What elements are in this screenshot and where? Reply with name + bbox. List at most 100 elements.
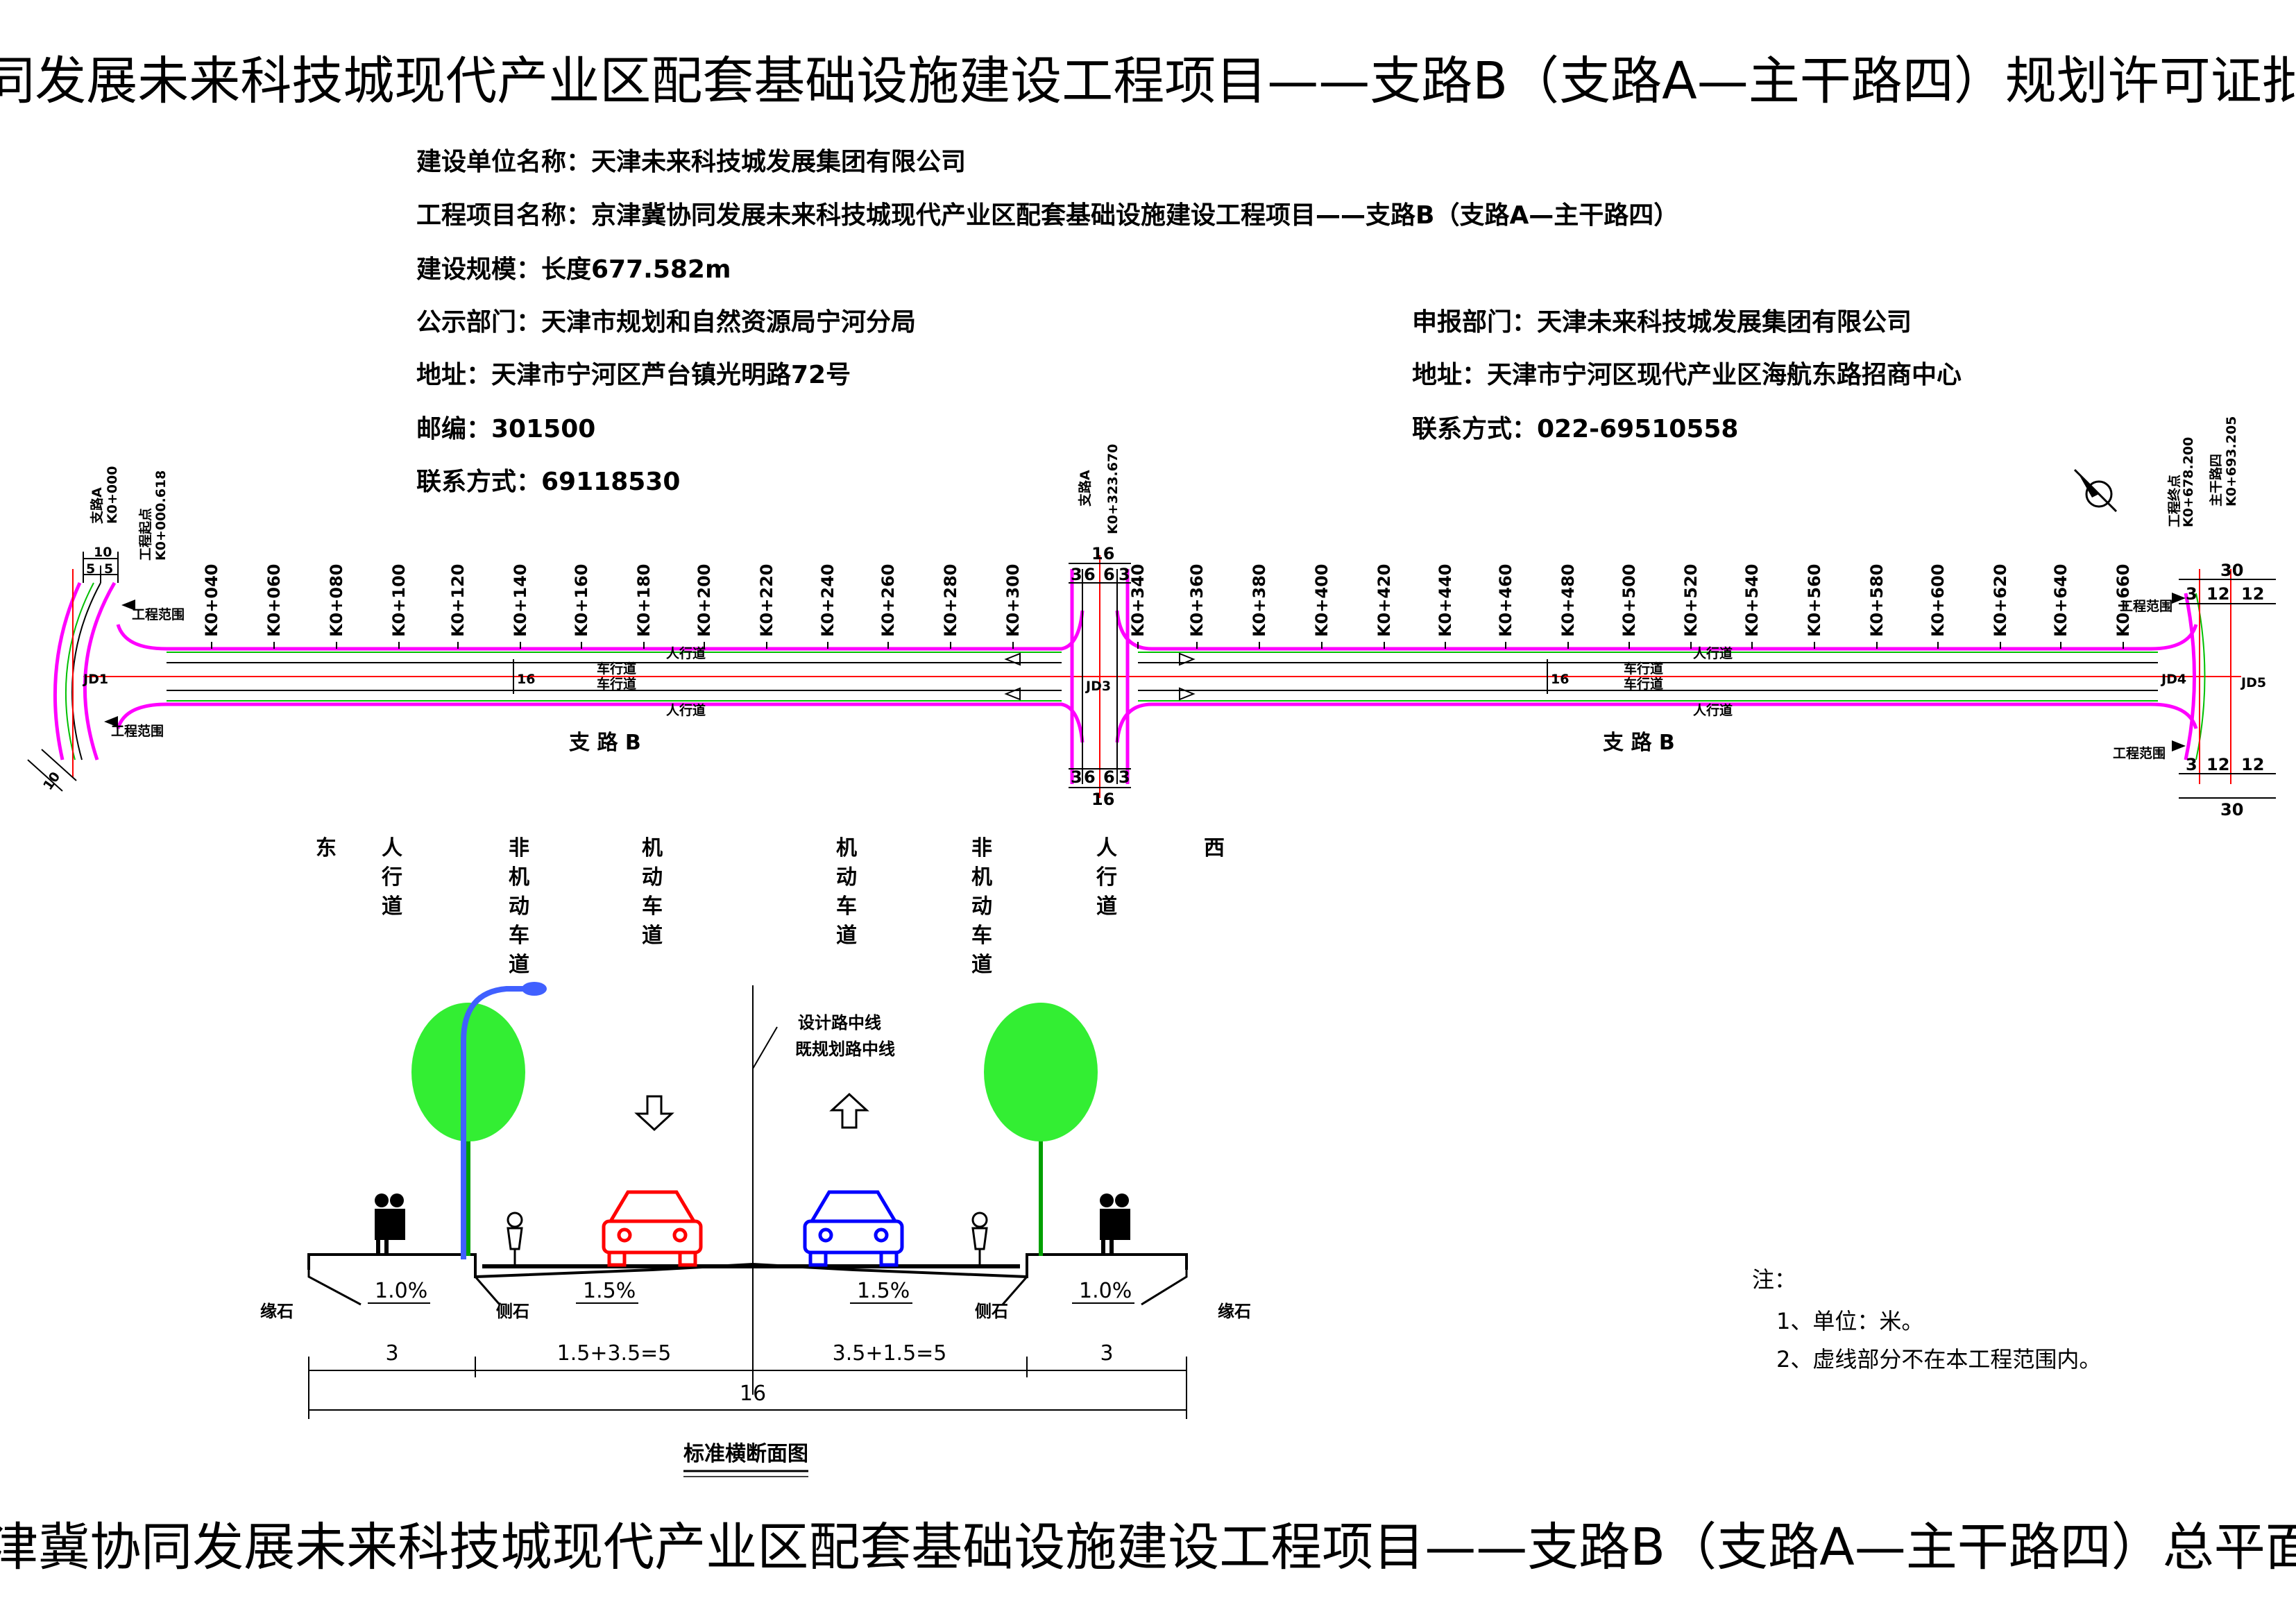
station-label: K0+220 [757,563,776,637]
cyclist-icon [971,1212,988,1264]
notes-heading: 注： [1752,1266,1796,1293]
section-dim-3: 3.5+1.5=5 [833,1341,947,1366]
section-dim-2: 1.5+3.5=5 [557,1341,672,1366]
station-label: K0+400 [1312,563,1332,637]
road-edge-bottom [116,702,1085,743]
column-label: 非机动车道 [509,836,529,977]
info-applicant: 申报部门：天津未来科技城发展集团有限公司 [1412,308,1912,337]
slope-left-side: 1.0% [375,1279,427,1303]
bottom-title: 京津冀协同发展未来科技城现代产业区配套基础设施建设工程项目——支路B（支路A—主… [0,1518,2296,1577]
mid-labels: 支路A K0+323.670 [1077,444,1121,534]
car-icon-red [602,1190,703,1267]
jd-label-5: JD5 [2240,675,2266,690]
station-label: K0+140 [511,563,530,637]
end-station: K0+693.205 [2224,416,2239,507]
sidewalk-label-bottom-right: 人行道 [1693,702,1733,718]
sidewalk-label-top-right: 人行道 [1693,645,1733,661]
curb-outer-right: 缘石 [1218,1302,1251,1321]
station-label: K0+640 [2051,563,2070,637]
station-label: K0+380 [1250,563,1269,637]
info-scale: 建设规模：长度677.582m [416,255,731,284]
end-label: 工程终点 [2166,475,2182,527]
dims-mid [1069,563,1131,788]
car-icon-blue [803,1190,904,1267]
scope-label-3: 工程范围 [2120,598,2172,614]
scope-label-1: 工程范围 [132,606,185,622]
cs-mark-left: 16 [517,672,535,687]
station-label: K0+360 [1187,563,1207,637]
centerline-label-2: 既规划路中线 [795,1039,895,1059]
station-label: K0+260 [878,563,898,637]
dim-right-30-top: 30 [2220,561,2243,580]
dim-left-5b: 5 [104,561,113,577]
station-label: K0+460 [1496,563,1515,637]
station-label: K0+540 [1742,563,1762,637]
north-arrow-icon [2073,468,2118,513]
column-label: 人行道 [381,836,402,919]
station-label: K0+100 [389,563,409,637]
lane-label-right-2: 车行道 [1624,676,1663,692]
info-project: 工程项目名称：京津冀协同发展未来科技城现代产业区配套基础设施建设工程项目——支路… [416,201,1678,230]
column-label: 机动车道 [642,836,663,948]
pedestrian-icon [375,1193,405,1255]
slope-right-road: 1.5% [857,1279,910,1303]
road-name-left: 支 路 B [569,731,641,755]
station-label: K0+200 [695,563,714,637]
top-title: 京津冀协同发展未来科技城现代产业区配套基础设施建设工程项目——支路B（支路A—主… [0,51,2296,111]
section-caption: 标准横断面图 [683,1442,808,1466]
station-label: K0+620 [1991,563,2010,637]
east-label: 东 [316,836,337,860]
info-applicant-contact: 联系方式：022-69510558 [1412,415,1738,443]
road-edge-top [116,610,1085,651]
info-left: 建设单位名称：天津未来科技城发展集团有限公司 工程项目名称：京津冀协同发展未来科… [416,148,1678,496]
end-road: 主干路四 [2208,454,2224,507]
station-label: K0+660 [2114,563,2133,637]
station-label: K0+040 [202,563,221,637]
slope-right-side: 1.0% [1079,1279,1132,1303]
dims-left [83,552,119,583]
dim-right-30-bottom: 30 [2220,800,2243,819]
dims-right [2179,579,2276,799]
start-road: 支路A [89,487,105,525]
scope-label-2: 工程范围 [111,723,164,739]
note-2: 2、虚线部分不在本工程范围内。 [1776,1346,2101,1373]
note-1: 1、单位：米。 [1776,1308,1923,1334]
station-label: K0+580 [1867,563,1887,637]
section-dim-4: 3 [1100,1341,1113,1366]
info-address: 地址：天津市宁河区芦台镇光明路72号 [416,361,851,389]
dim-left-10: 10 [94,545,112,560]
station-label: K0+500 [1619,563,1639,637]
dim-right-3b: 3 [2186,755,2197,774]
station-label: K0+300 [1003,563,1023,637]
direction-labels: 东 西 [316,836,1225,860]
west-label: 西 [1204,836,1225,860]
station-label: K0+440 [1436,563,1455,637]
arrow-up-icon [829,1092,869,1129]
scope-label-4: 工程范围 [2113,745,2166,761]
station-label: K0+280 [941,563,960,637]
dim-right-3a: 3 [2186,584,2197,604]
start-label-station: K0+000.618 [153,470,169,561]
station-label: K0+060 [264,563,284,637]
section-dim-lines [308,1357,1187,1419]
sidewalk-label-bottom-left: 人行道 [666,702,706,718]
column-label: 机动车道 [836,836,857,948]
info-right: 申报部门：天津未来科技城发展集团有限公司 地址：天津市宁河区现代产业区海航东路招… [1412,308,1962,443]
dim-right-12b: 12 [2241,584,2264,604]
info-dept: 公示部门：天津市规划和自然资源局宁河分局 [416,307,916,337]
mid-road: 支路A [1077,470,1093,507]
info-builder: 建设单位名称：天津未来科技城发展集团有限公司 [416,148,966,176]
lane-label-left-2: 车行道 [597,676,636,692]
dim-mid-6c: 6 [1084,767,1096,787]
end-labels: 工程终点 K0+678.200 主干路四 K0+693.205 [2166,416,2239,527]
lane-label-right-1: 车行道 [1624,661,1663,677]
station-label: K0+340 [1128,563,1148,637]
dim-right-12d: 12 [2241,755,2264,774]
pedestrian-icon [1100,1193,1130,1255]
centerline-label-1: 设计路中线 [798,1013,881,1033]
station-label: K0+240 [818,563,837,637]
arrow-down-icon [634,1095,674,1132]
